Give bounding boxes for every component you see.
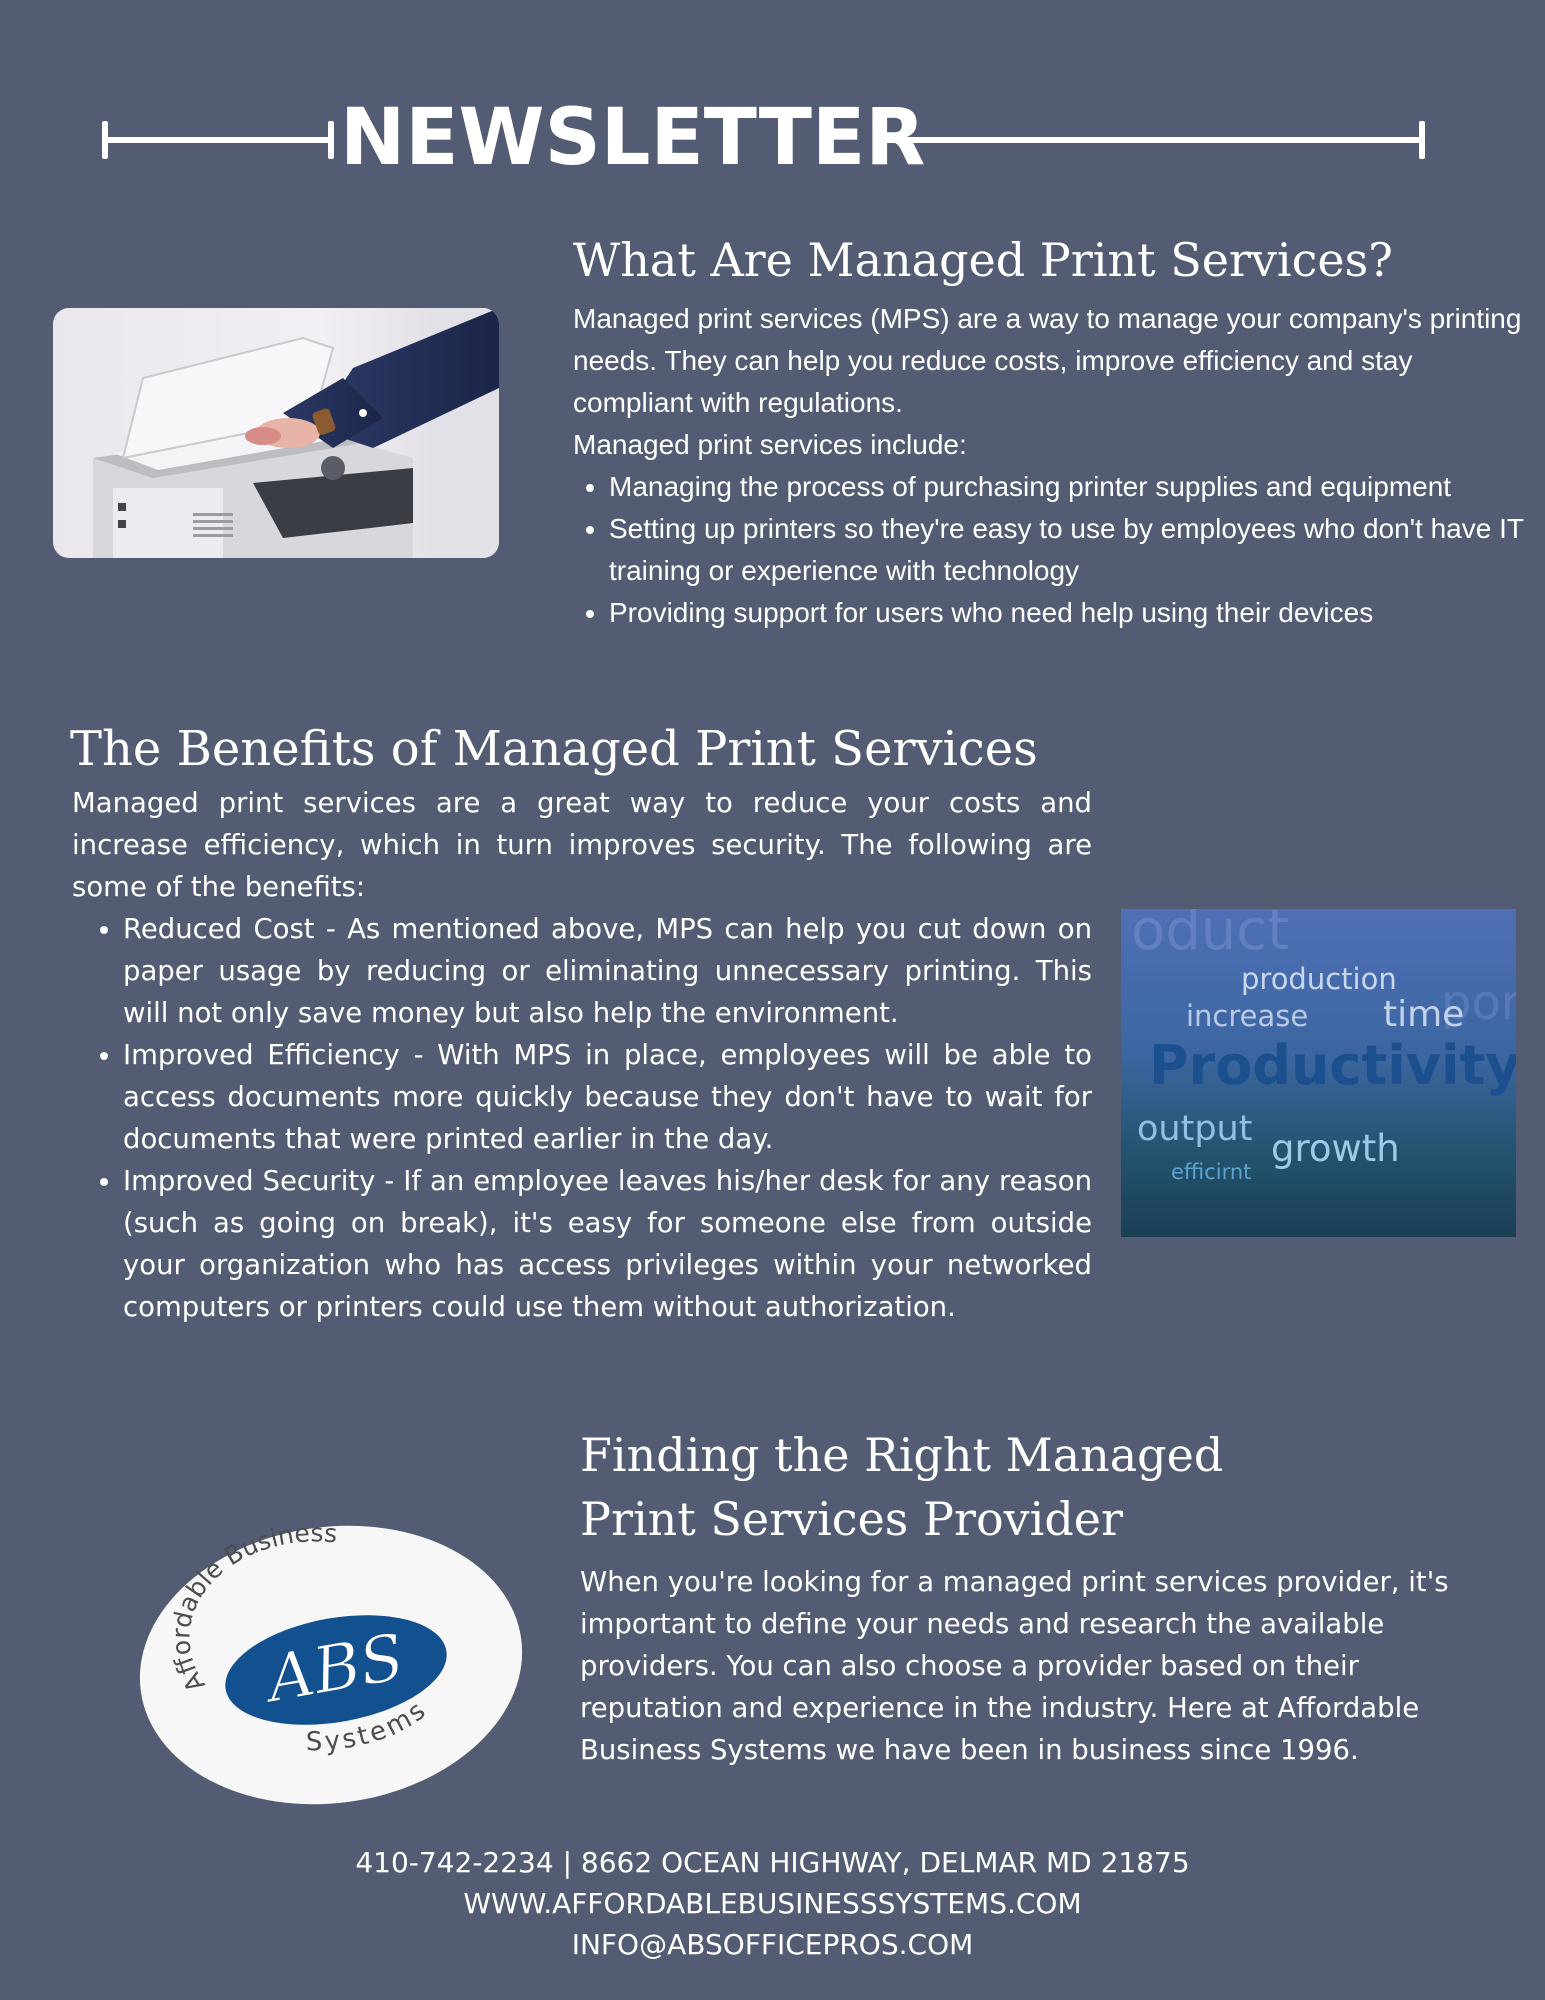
list-item: Improved Security - If an employee leave… (123, 1160, 1092, 1328)
header-rule-left-end (328, 121, 334, 159)
footer-email-link[interactable]: INFO@ABSOFFICEPROS.COM (571, 1928, 974, 1961)
word-output: output (1137, 1109, 1252, 1149)
svg-text:por: por (1441, 975, 1516, 1031)
list-item: Managing the process of purchasing print… (609, 466, 1533, 508)
footer-contact: 410-742-2234 | 8662 OCEAN HIGHWAY, DELMA… (0, 1842, 1545, 1965)
section-body-what-is-mps: Managed print services (MPS) are a way t… (573, 298, 1533, 634)
section-intro: Managed print services are a great way t… (72, 787, 1092, 903)
section-body-benefits: Managed print services are a great way t… (72, 782, 1092, 1328)
footer-website-link[interactable]: WWW.AFFORDABLEBUSINESSSYSTEMS.COM (463, 1887, 1082, 1920)
section-title-what-is-mps: What Are Managed Print Services? (573, 233, 1393, 287)
svg-text:oduct: oduct (1131, 909, 1289, 963)
word-growth: growth (1271, 1127, 1400, 1170)
word-increase: increase (1186, 999, 1308, 1033)
word-efficirnt: efficirnt (1171, 1160, 1251, 1184)
abs-logo: Affordable Business ABS Systems (136, 1518, 526, 1810)
section-title-benefits: The Benefits of Managed Print Services (70, 721, 1038, 777)
productivity-word-cloud-image: oduct por production increase time Produ… (1121, 909, 1516, 1237)
list-item: Improved Efficiency - With MPS in place,… (123, 1034, 1092, 1160)
benefits-list: Reduced Cost - As mentioned above, MPS c… (72, 908, 1092, 1328)
list-item: Reduced Cost - As mentioned above, MPS c… (123, 908, 1092, 1034)
section-body-finding-provider: When you're looking for a managed print … (580, 1566, 1449, 1766)
word-time: time (1383, 994, 1464, 1035)
header-rule-right-end (1419, 121, 1425, 159)
mps-includes-list: Managing the process of purchasing print… (573, 466, 1533, 634)
list-item: Providing support for users who need hel… (609, 592, 1533, 634)
section-title-finding-provider: Finding the Right Managed Print Services… (580, 1428, 1224, 1546)
list-item: Setting up printers so they're easy to u… (609, 508, 1533, 592)
header-rule-right (877, 137, 1425, 143)
section-lead: Managed print services include: (573, 429, 967, 460)
word-production: production (1241, 962, 1397, 996)
section-intro: Managed print services (MPS) are a way t… (573, 303, 1522, 418)
footer-phone-address: 410-742-2234 | 8662 OCEAN HIGHWAY, DELMA… (355, 1846, 1190, 1879)
word-productivity: Productivity (1149, 1034, 1516, 1097)
header-rule-left (102, 137, 334, 143)
newsletter-title: NEWSLETTER (340, 93, 926, 183)
copier-photo (53, 308, 499, 558)
